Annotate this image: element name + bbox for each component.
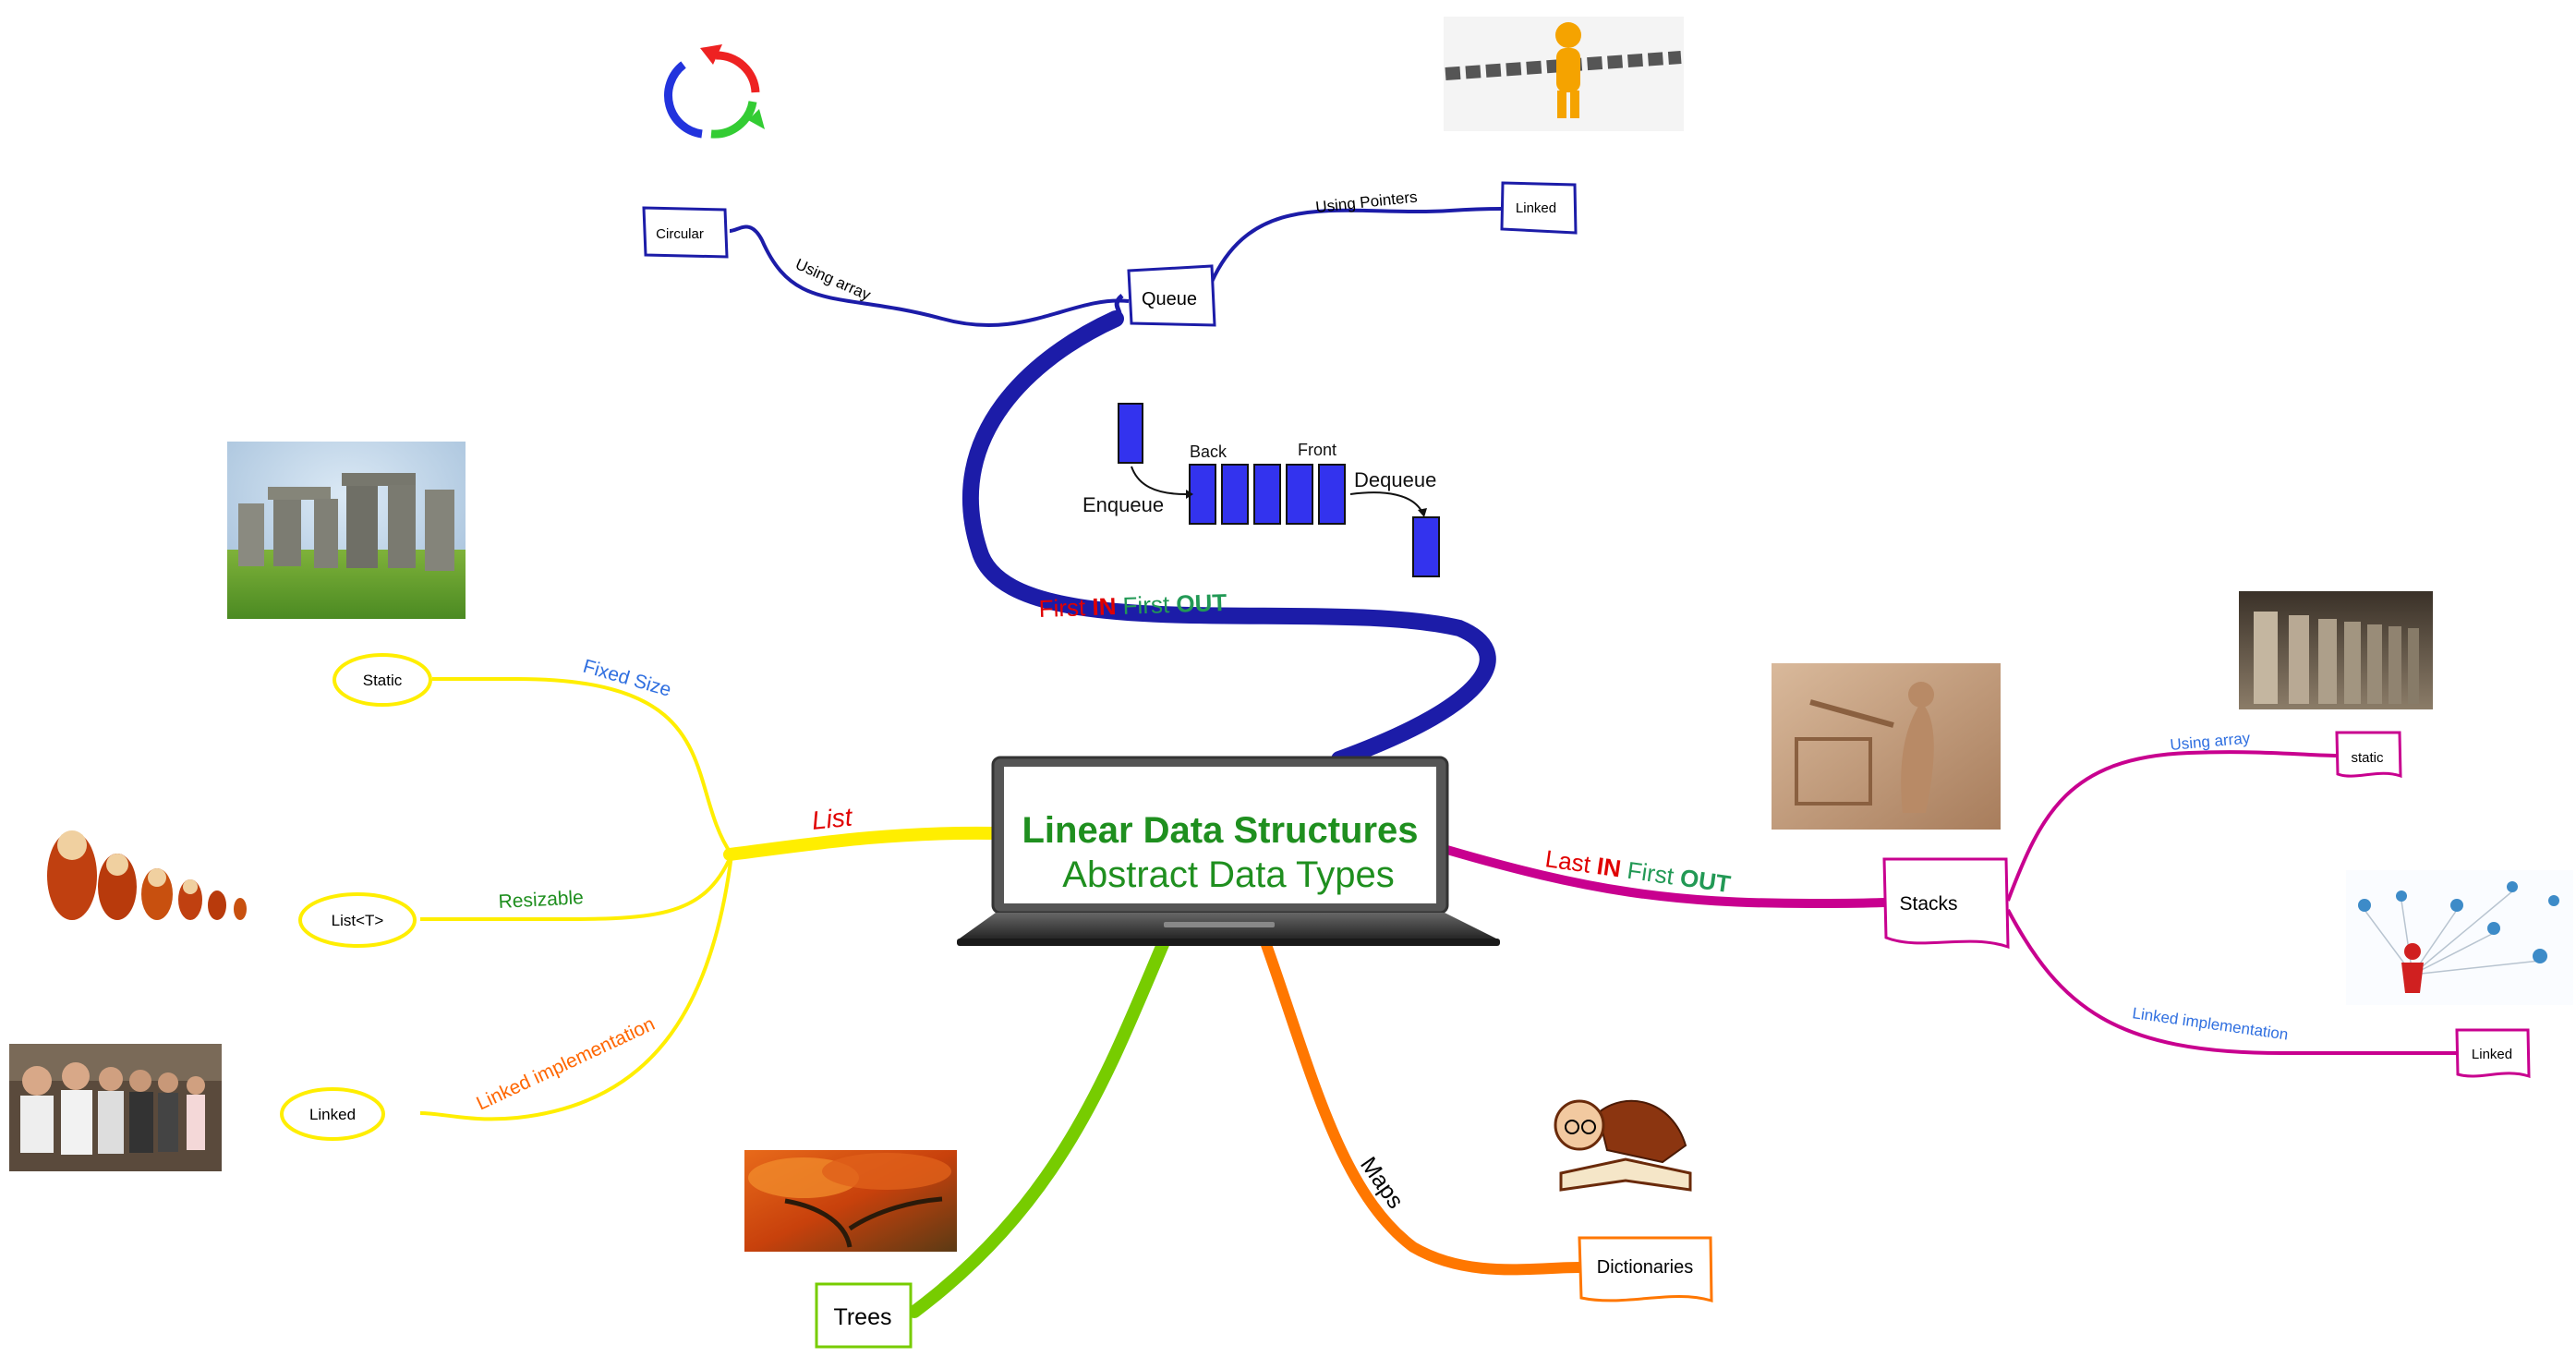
list-listT-node[interactable]: List<T> [298, 892, 417, 948]
stonehenge-photo [227, 442, 466, 619]
list-resizable-line [420, 854, 733, 922]
trees-node-label: Trees [834, 1304, 892, 1330]
queue-node[interactable]: Queue [1127, 264, 1216, 327]
list-linked-line [419, 854, 733, 1121]
stack-top-line [2006, 750, 2338, 902]
queue-cell [1253, 464, 1281, 525]
stack-bottom-line [2006, 909, 2457, 1056]
dictionaries-node[interactable]: Dictionaries [1578, 1236, 1713, 1303]
diagram-back-label: Back [1190, 442, 1228, 461]
queue-left-line [729, 224, 1130, 328]
stack-branch-line [1436, 843, 1889, 909]
list-listT-label: List<T> [332, 912, 384, 929]
queue-cell [1221, 464, 1249, 525]
list-branch-line [723, 826, 1002, 861]
list-resizable-label: Resizable [498, 887, 584, 913]
maple-tree-photo [744, 1150, 957, 1252]
diagram-dequeue-label: Dequeue [1354, 468, 1436, 491]
dequeue-block [1412, 516, 1440, 577]
queue-node-label: Queue [1142, 289, 1197, 309]
queue-right-line [1210, 207, 1502, 283]
queue-branch-label: First IN First OUT [1038, 588, 1228, 623]
queue-circular-label: Circular [656, 226, 704, 242]
maps-branch-line [1260, 937, 1585, 1276]
stacks-node-label: Stacks [1899, 893, 1957, 915]
columns-photo [2239, 591, 2433, 709]
diagram-front-label: Front [1298, 441, 1336, 459]
list-linked-impl-label: Linked implementation [473, 1013, 658, 1115]
stack-using-array-label: Using array [2170, 729, 2252, 754]
network-people-image [2346, 870, 2573, 1005]
stacks-node[interactable]: Stacks [1882, 857, 2010, 950]
queue-branch-line [961, 310, 1496, 768]
queue-linked-label: Linked [1516, 200, 1556, 216]
queue-cell [1286, 464, 1313, 525]
stack-linked-label: Linked [2472, 1047, 2512, 1062]
stack-linked-node[interactable]: Linked [2455, 1028, 2531, 1079]
enqueue-block [1118, 403, 1143, 464]
stack-static-node[interactable]: static [2335, 731, 2402, 779]
list-static-label: Static [363, 672, 403, 689]
people-line-photo [9, 1044, 222, 1171]
central-laptop [957, 756, 1500, 946]
chain-figure-image [1444, 17, 1684, 131]
queue-branch-line-thin [1114, 294, 1124, 321]
nesting-dolls-photo [47, 830, 247, 920]
trees-branch-line [908, 936, 1170, 1318]
stack-static-label: static [2351, 750, 2384, 766]
list-linked-label: Linked [309, 1106, 356, 1123]
trees-node[interactable]: Trees [815, 1282, 913, 1349]
queue-cell [1318, 464, 1346, 525]
queue-circular-node[interactable]: Circular [642, 206, 729, 259]
circular-arrows-icon [664, 44, 765, 139]
list-branch-label: List [810, 802, 854, 835]
central-title: Linear Data Structures [1022, 810, 1418, 851]
stone-relief-photo [1772, 663, 2001, 830]
list-static-line [432, 676, 733, 856]
queue-cell [1189, 464, 1216, 525]
reading-person-icon [1554, 1099, 1692, 1192]
queue-linked-node[interactable]: Linked [1500, 181, 1578, 235]
diagram-enqueue-label: Enqueue [1082, 493, 1164, 516]
dictionaries-node-label: Dictionaries [1597, 1257, 1693, 1278]
list-linked-node[interactable]: Linked [280, 1087, 385, 1141]
list-static-node[interactable]: Static [333, 653, 432, 707]
queue-diagram: Back Front Enqueue Dequeue [1082, 403, 1440, 577]
central-subtitle: Abstract Data Types [1062, 854, 1394, 895]
